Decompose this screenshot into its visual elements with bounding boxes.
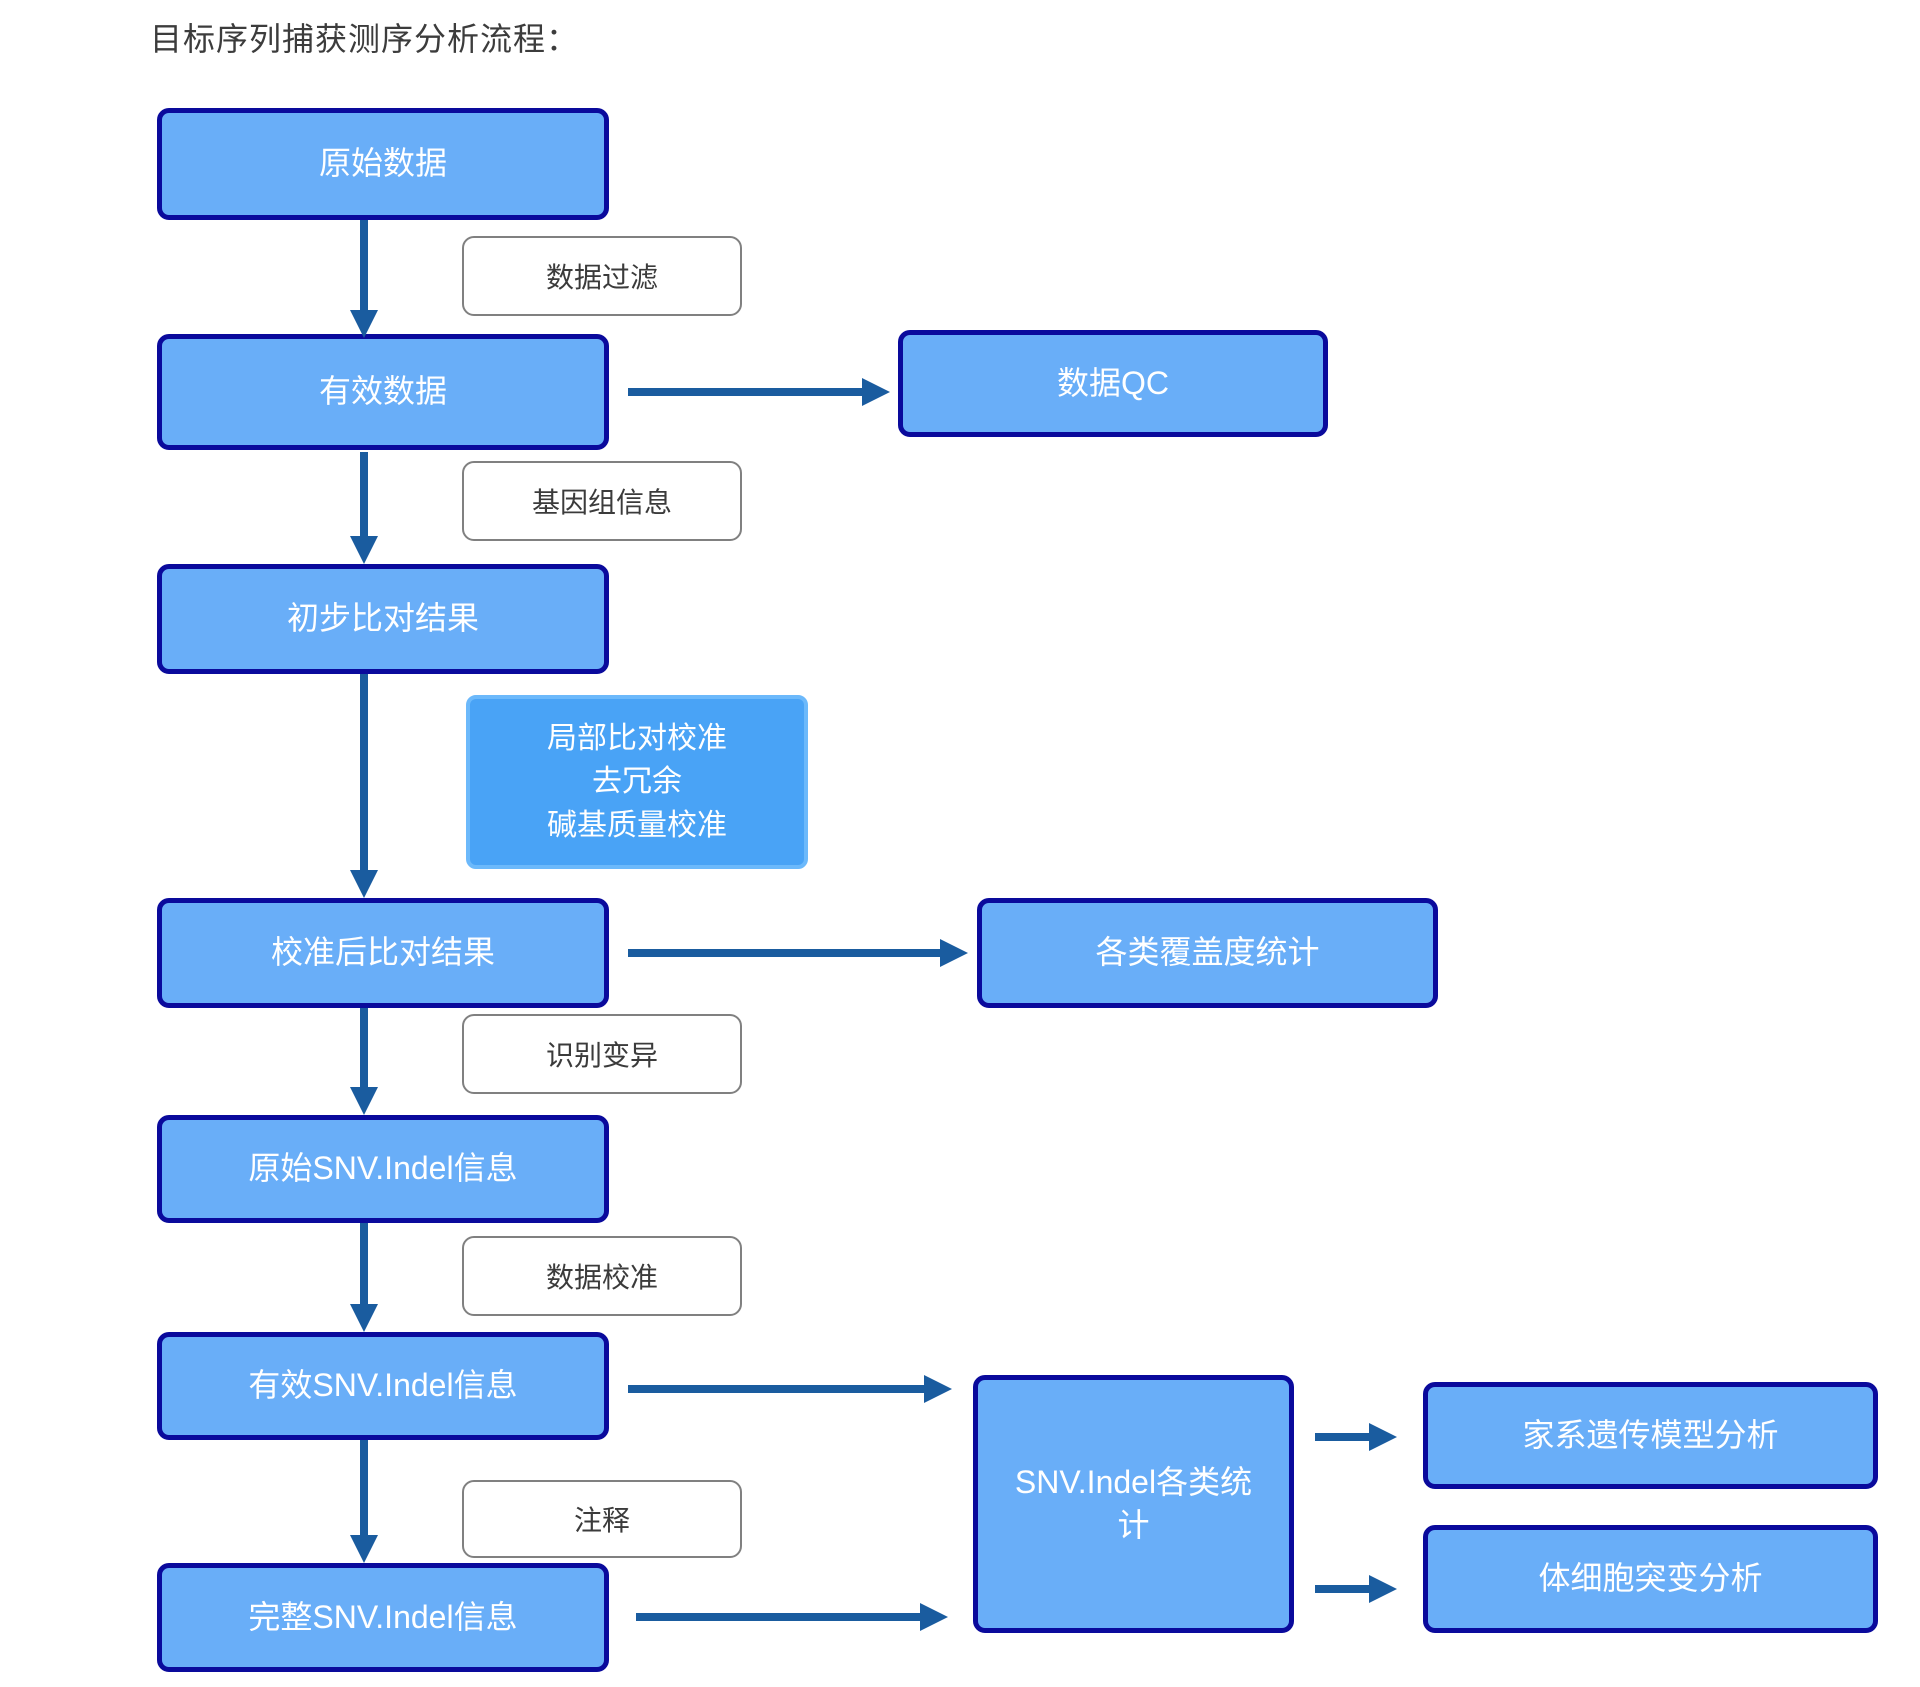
arrow-calibrated-to-rawsnv	[350, 1008, 378, 1115]
arrow-stats-to-family	[1315, 1422, 1397, 1452]
arrow-head-icon	[924, 1375, 952, 1403]
step-label-data-filter: 数据过滤	[462, 236, 742, 316]
arrow-calibrated-to-coverage	[628, 938, 968, 968]
arrow-shaft	[628, 388, 866, 396]
page-title: 目标序列捕获测序分析流程：	[150, 21, 580, 57]
node-calibrated-alignment: 校准后比对结果	[157, 898, 609, 1008]
arrow-head-icon	[350, 1304, 378, 1332]
step-label-annotation: 注释	[462, 1480, 742, 1558]
arrow-initial-to-calibrated	[350, 674, 378, 898]
node-raw-snv-indel: 原始SNV.Indel信息	[157, 1115, 609, 1223]
arrow-shaft	[360, 1440, 368, 1539]
node-somatic-mutation: 体细胞突变分析	[1423, 1525, 1878, 1633]
arrow-head-icon	[920, 1603, 948, 1631]
step-label-genome-info: 基因组信息	[462, 461, 742, 541]
arrow-raw-to-valid	[350, 220, 378, 338]
arrow-shaft	[360, 1008, 368, 1091]
process-line-base-recal: 碱基质量校准	[547, 808, 727, 842]
arrow-validsnv-to-completesnv	[350, 1440, 378, 1563]
node-coverage-stats: 各类覆盖度统计	[977, 898, 1438, 1008]
node-valid-snv-indel: 有效SNV.Indel信息	[157, 1332, 609, 1440]
arrow-rawsnv-to-validsnv	[350, 1223, 378, 1332]
arrow-head-icon	[862, 378, 890, 406]
arrow-shaft	[628, 1385, 928, 1393]
arrow-shaft	[1315, 1433, 1373, 1441]
arrow-shaft	[628, 949, 944, 957]
arrow-shaft	[360, 452, 368, 540]
arrow-valid-to-qc	[628, 377, 890, 407]
arrow-head-icon	[350, 536, 378, 564]
node-family-model: 家系遗传模型分析	[1423, 1382, 1878, 1489]
arrow-head-icon	[350, 1535, 378, 1563]
step-label-data-calibration: 数据校准	[462, 1236, 742, 1316]
arrow-shaft	[360, 674, 368, 874]
arrow-shaft	[360, 220, 368, 314]
node-raw-data: 原始数据	[157, 108, 609, 220]
arrow-validsnv-to-stats	[628, 1374, 952, 1404]
arrow-head-icon	[940, 939, 968, 967]
node-complete-snv-indel: 完整SNV.Indel信息	[157, 1563, 609, 1672]
node-snv-indel-stats: SNV.Indel各类统计	[973, 1375, 1294, 1633]
node-valid-data: 有效数据	[157, 334, 609, 450]
arrow-shaft	[636, 1613, 924, 1621]
process-line-local-realign: 局部比对校准	[547, 721, 727, 755]
arrow-head-icon	[1369, 1423, 1397, 1451]
node-initial-alignment: 初步比对结果	[157, 564, 609, 674]
arrow-valid-to-initial	[350, 452, 378, 564]
arrow-head-icon	[1369, 1575, 1397, 1603]
arrow-shaft	[360, 1223, 368, 1308]
process-line-dedup: 去冗余	[592, 765, 682, 799]
arrow-head-icon	[350, 1087, 378, 1115]
arrow-completesnv-to-stats	[636, 1602, 948, 1632]
step-label-variant-identify: 识别变异	[462, 1014, 742, 1094]
arrow-head-icon	[350, 310, 378, 338]
arrow-stats-to-somatic	[1315, 1574, 1397, 1604]
process-box-realignment: 局部比对校准 去冗余 碱基质量校准	[466, 695, 808, 869]
arrow-head-icon	[350, 870, 378, 898]
arrow-shaft	[1315, 1585, 1373, 1593]
node-data-qc: 数据QC	[898, 330, 1328, 437]
